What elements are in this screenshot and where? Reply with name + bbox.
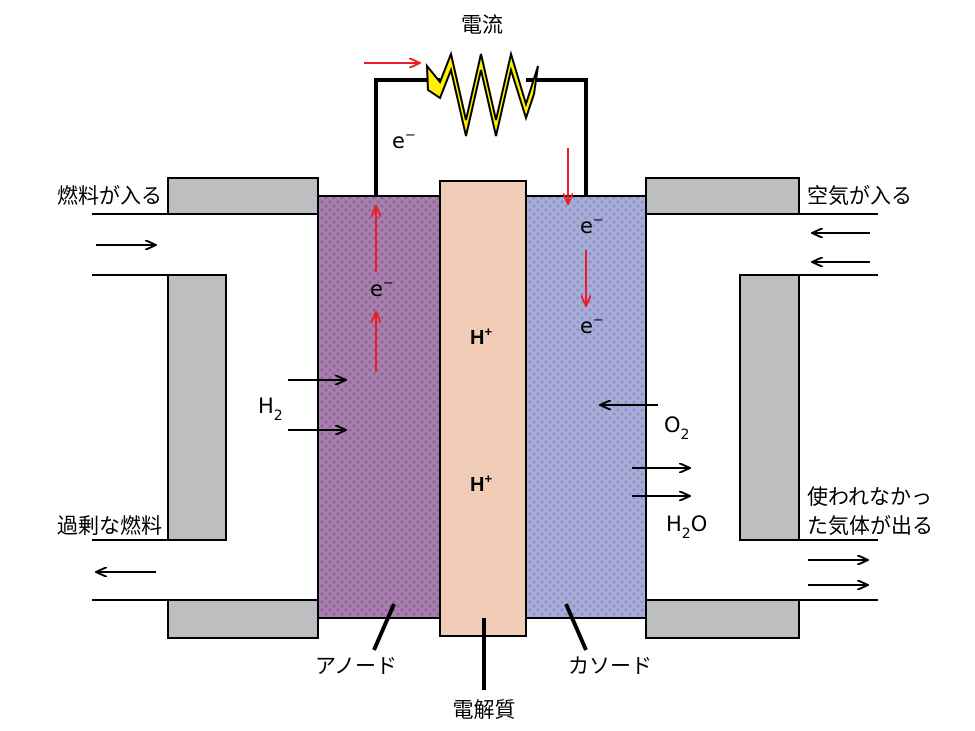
proton-label-upper: H+ xyxy=(470,324,492,349)
unused-gas-label-line2: た気体が出る xyxy=(807,514,933,538)
electrolyte-label: 電解質 xyxy=(453,698,516,722)
circuit-wire-left xyxy=(374,78,440,196)
electron-label-anode: e− xyxy=(370,276,394,301)
cathode-label: カソード xyxy=(568,654,652,678)
flow-channel-lines xyxy=(92,213,878,601)
electrolyte xyxy=(439,180,527,637)
gas-flow-arrows xyxy=(96,233,870,585)
oxygen-label: O2 xyxy=(664,413,689,443)
cathode-top-plate xyxy=(645,177,800,215)
water-label: H2O xyxy=(666,512,707,542)
circuit-wire-right xyxy=(526,78,588,196)
electron-flow-arrows xyxy=(364,63,586,372)
cathode-bottom-plate xyxy=(645,599,800,639)
hydrogen-label: H2 xyxy=(258,394,283,424)
leader-lines xyxy=(372,603,588,690)
anode-leader xyxy=(372,603,396,651)
air-in-label: 空気が入る xyxy=(807,184,912,208)
load-resistor xyxy=(425,50,539,137)
cathode-side-plate xyxy=(739,274,800,541)
anode-side-plate xyxy=(167,274,227,541)
fuel-in-label: 燃料が入る xyxy=(57,184,162,208)
excess-fuel-label: 過剰な燃料 xyxy=(57,514,162,538)
electron-label-cathode-upper: e− xyxy=(580,213,604,238)
current-label: 電流 xyxy=(461,13,503,37)
anode-bottom-plate xyxy=(167,599,319,639)
cathode-leader xyxy=(564,603,588,651)
electron-label-cathode-lower: e− xyxy=(580,313,604,338)
anode-label: アノード xyxy=(315,654,397,678)
proton-label-lower: H+ xyxy=(470,471,492,496)
electron-label-wire: e− xyxy=(392,128,416,153)
anode-texture xyxy=(317,195,441,619)
unused-gas-label-line1: 使われなかっ xyxy=(807,485,932,509)
anode-top-plate xyxy=(167,177,319,215)
